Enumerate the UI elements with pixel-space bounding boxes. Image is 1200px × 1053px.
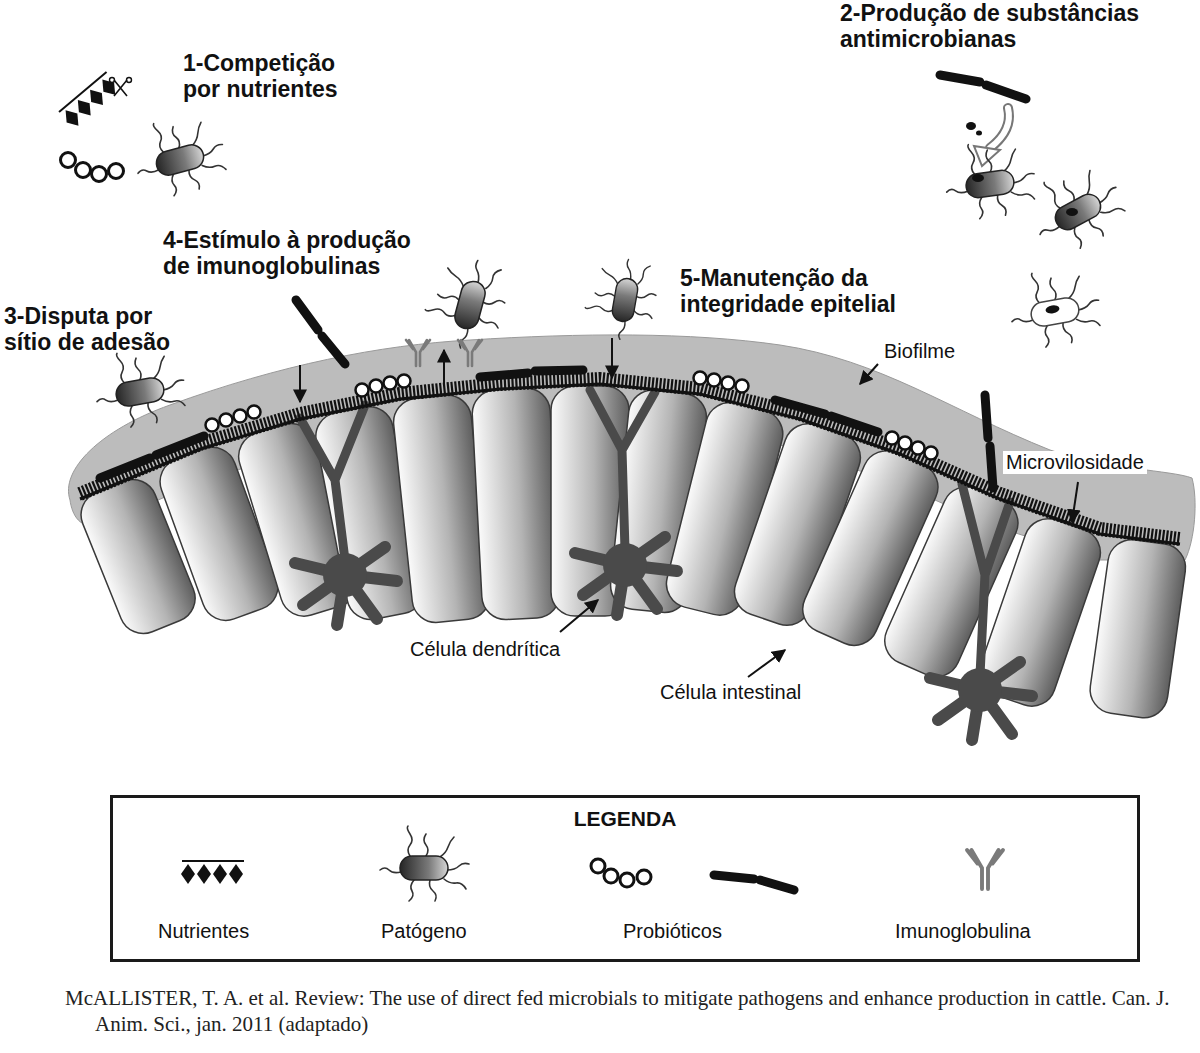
part-label: Célula intestinal (660, 681, 801, 704)
part-label: Biofilme (884, 340, 955, 363)
source-caption: McALLISTER, T. A. et al. Review: The use… (65, 985, 1180, 1038)
legend-label: Patógeno (381, 920, 467, 943)
callout-label: 4-Estímulo à produção de imunoglobulinas (163, 227, 428, 280)
pathogen (89, 343, 190, 432)
callout-label: 2-Produção de substâncias antimicrobiana… (840, 0, 1180, 53)
microvilli (80, 379, 1180, 544)
callout-label: 3-Disputa por sítio de adesão (4, 303, 189, 356)
dendritic-cells (295, 390, 1032, 740)
legend-label: Probióticos (623, 920, 722, 943)
epithelial-integrity (581, 254, 661, 378)
probiotics (100, 300, 993, 488)
legend-title: LEGENDA (113, 806, 1137, 831)
leader-lines (560, 364, 1078, 677)
part-label: Microvilosidade (1003, 451, 1147, 474)
callout-label: 1-Competição por nutrientes (183, 50, 363, 103)
callout-label: 5-Manutenção da integridade epitelial (680, 265, 942, 318)
legend-samples (181, 826, 1003, 901)
antimicrobial-production (940, 75, 1133, 352)
part-label: Célula dendrítica (410, 638, 560, 661)
legend-label: Nutrientes (158, 920, 249, 943)
legend-label: Imunoglobulina (895, 920, 1031, 943)
